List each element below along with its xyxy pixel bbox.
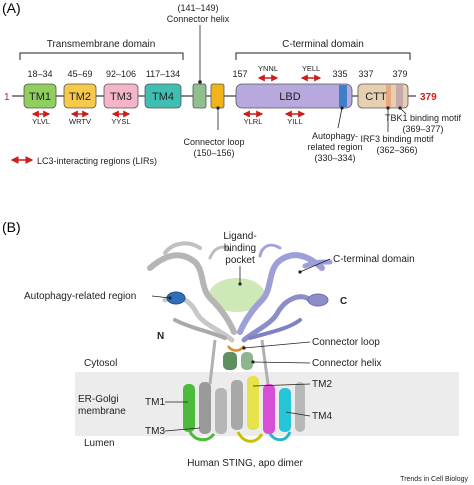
tbk1-label: TBK1 binding motif: [385, 113, 462, 123]
tm2-box: [63, 83, 97, 109]
connector-helix-box: [192, 83, 207, 109]
autophagy-region-mark: [339, 85, 347, 107]
panel-b-label: (B): [2, 219, 21, 235]
tm3-box: [103, 83, 139, 109]
ctt-label: CTT: [365, 91, 387, 103]
autophagy-label-2: related region: [307, 142, 362, 152]
ligand-pocket: [209, 278, 265, 312]
connector-loop-label-b: Connector loop: [312, 337, 380, 348]
irf3-label: IRF3 binding motif: [360, 134, 434, 144]
residue-start: 1: [4, 92, 10, 103]
residue-end: 379: [420, 92, 437, 103]
connector-loop-range: (150–156): [193, 148, 234, 158]
lbd-label: LBD: [279, 91, 300, 103]
tm4-label-b: TM4: [312, 411, 332, 422]
lbd-box: [235, 83, 353, 109]
panel-a-label: (A): [2, 0, 21, 16]
sting-structure: [147, 241, 333, 443]
cytosol-label: Cytosol: [84, 358, 117, 369]
autophagy-label-1: Autophagy-: [312, 131, 358, 141]
transmembrane-bracket: Transmembrane domain: [19, 39, 184, 60]
structure-caption: Human STING, apo dimer: [187, 458, 303, 469]
ctt-range-end: 379: [392, 69, 407, 79]
tm4-box: [144, 83, 182, 109]
c-terminus-label: C: [340, 296, 347, 307]
tm3-label: TM3: [110, 91, 132, 103]
tm3-label-b: TM3: [145, 426, 165, 437]
lumen-label: Lumen: [84, 438, 115, 449]
lir-ynnl: YNNL: [258, 64, 278, 73]
lir-yysl: YYSL: [111, 117, 130, 126]
irf3-motif-mark: [386, 85, 391, 107]
ctt-range-start: 337: [358, 69, 373, 79]
lbd-range-start: 157: [232, 69, 247, 79]
tm3-range: 92–106: [106, 69, 136, 79]
tm4-label: TM4: [152, 91, 174, 103]
connector-loop-label: Connector loop: [183, 137, 244, 147]
lir-wrtv: WRTV: [69, 117, 91, 126]
tm1-label: TM1: [29, 91, 51, 103]
tbk1-motif-mark: [396, 85, 403, 107]
ctt-box: [357, 83, 409, 109]
tm1-label-b: TM1: [145, 397, 165, 408]
c-terminal-domain-label-b: C-terminal domain: [333, 254, 415, 265]
tm2-label-b: TM2: [312, 379, 332, 390]
connector-loop-box: [210, 83, 225, 109]
tm1-box: [23, 83, 57, 109]
ligand-pocket-label-3: pocket: [225, 255, 255, 266]
lir-ylrl: YLRL: [244, 117, 263, 126]
lbd-range-end: 335: [332, 69, 347, 79]
ligand-pocket-label-1: Ligand-: [223, 231, 256, 242]
c-terminal-domain-label: C-terminal domain: [282, 39, 364, 50]
er-golgi-label-2: membrane: [78, 406, 126, 417]
er-golgi-label-1: ER-Golgi: [78, 394, 119, 405]
ligand-pocket-label-2: binding: [224, 243, 256, 254]
tm1-range: 18–34: [27, 69, 52, 79]
transmembrane-domain-label: Transmembrane domain: [47, 39, 156, 50]
n-terminus-label: N: [157, 331, 164, 342]
autophagy-label-b: Autophagy-related region: [24, 291, 136, 302]
journal-footer: Trends in Cell Biology: [400, 476, 468, 483]
lir-yill: YILL: [287, 117, 302, 126]
lir-ylvl: YLVL: [32, 117, 50, 126]
tbk1-range: (369–377): [402, 124, 443, 134]
lir-yell: YELL: [302, 64, 320, 73]
connector-helix-label: Connector helix: [167, 14, 230, 24]
c-terminal-bracket: C-terminal domain: [235, 39, 411, 60]
autophagy-range: (330–334): [314, 153, 355, 163]
connector-helix-label-b: Connector helix: [312, 358, 381, 369]
tm2-range: 45–69: [67, 69, 92, 79]
irf3-range: (362–366): [376, 145, 417, 155]
connector-helix-range: (141–149): [177, 3, 218, 13]
tm2-label: TM2: [69, 91, 91, 103]
lir-legend-label: LC3-interacting regions (LIRs): [37, 156, 157, 166]
tm4-range: 117–134: [146, 69, 180, 79]
